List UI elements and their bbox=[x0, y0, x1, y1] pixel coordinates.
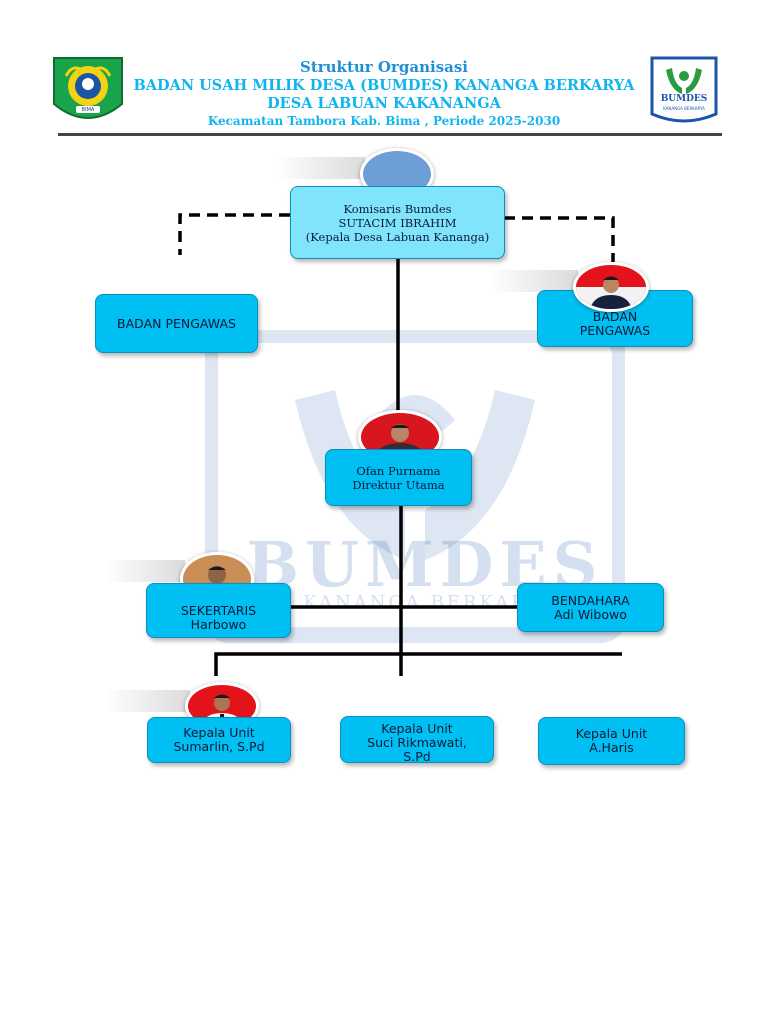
node-unit2: Kepala Unit Suci Rikmawati, S.Pd bbox=[340, 716, 494, 763]
pengawas-right-title: BADAN bbox=[592, 309, 638, 324]
node-unit3: Kepala Unit A.Haris bbox=[538, 717, 685, 765]
pengawas-right-title-2: PENGAWAS bbox=[579, 323, 651, 338]
bumdes-logo-icon bbox=[650, 56, 718, 123]
sekretaris-name: Harbowo bbox=[190, 617, 247, 632]
connector-units-bar bbox=[214, 652, 622, 676]
node-unit1: Kepala Unit Sumarlin, S.Pd bbox=[147, 717, 291, 763]
unit1-title: Kepala Unit bbox=[183, 725, 255, 740]
komisaris-title: Komisaris Bumdes bbox=[343, 201, 452, 216]
direktur-title: Direktur Utama bbox=[352, 478, 445, 492]
header-divider bbox=[58, 133, 722, 136]
bumdes-logo-text: BUMDES bbox=[660, 94, 708, 104]
komisaris-name: SUTACIM IBRAHIM bbox=[338, 215, 457, 230]
node-pengawas-left: BADAN PENGAWAS bbox=[95, 294, 258, 353]
unit2-name: Suci Rikmawati, bbox=[367, 735, 467, 750]
photo-shade bbox=[488, 270, 578, 292]
unit3-title: Kepala Unit bbox=[575, 726, 648, 741]
unit3-name: A.Haris bbox=[589, 740, 634, 755]
sekretaris-title: SEKERTARIS bbox=[180, 603, 257, 618]
district-period: Kecamatan Tambora Kab. Bima , Periode 20… bbox=[207, 114, 561, 128]
regency-emblem-icon bbox=[53, 57, 123, 119]
komisaris-role: (Kepala Desa Labuan Kananga) bbox=[305, 229, 490, 244]
dashed-connector-left bbox=[178, 213, 290, 255]
pengawas-left-title: BADAN PENGAWAS bbox=[117, 315, 236, 331]
bendahara-name: Adi Wibowo bbox=[554, 606, 627, 622]
bumdes-logo-subtext: KANANGA BERKARYA bbox=[663, 106, 705, 111]
photo-shade bbox=[105, 690, 190, 712]
unit2-title: Kepala Unit bbox=[381, 721, 453, 736]
dashed-connector-right bbox=[504, 216, 615, 262]
bendahara-title: BENDAHARA bbox=[551, 592, 630, 608]
unit2-degree: S.Pd bbox=[403, 749, 431, 763]
node-komisaris: Komisaris Bumdes SUTACIM IBRAHIM (Kepala… bbox=[290, 186, 505, 259]
emblem-label: BIMA bbox=[81, 107, 95, 113]
node-sekretaris: SEKERTARIS Harbowo bbox=[146, 583, 291, 638]
page-title: Struktur Organisasi bbox=[299, 58, 468, 76]
photo-shade bbox=[275, 157, 365, 179]
node-bendahara: BENDAHARA Adi Wibowo bbox=[517, 583, 664, 632]
unit1-name: Sumarlin, S.Pd bbox=[173, 739, 265, 754]
photo-shade bbox=[105, 560, 185, 582]
node-direktur: Ofan Purnama Direktur Utama bbox=[325, 449, 472, 506]
pengawas-right-photo bbox=[573, 262, 649, 312]
direktur-name: Ofan Purnama bbox=[356, 464, 441, 478]
organization-name: BADAN USAH MILIK DESA (BUMDES) KANANGA B… bbox=[133, 77, 635, 94]
village-name: DESA LABUAN KAKANANGA bbox=[267, 95, 501, 112]
